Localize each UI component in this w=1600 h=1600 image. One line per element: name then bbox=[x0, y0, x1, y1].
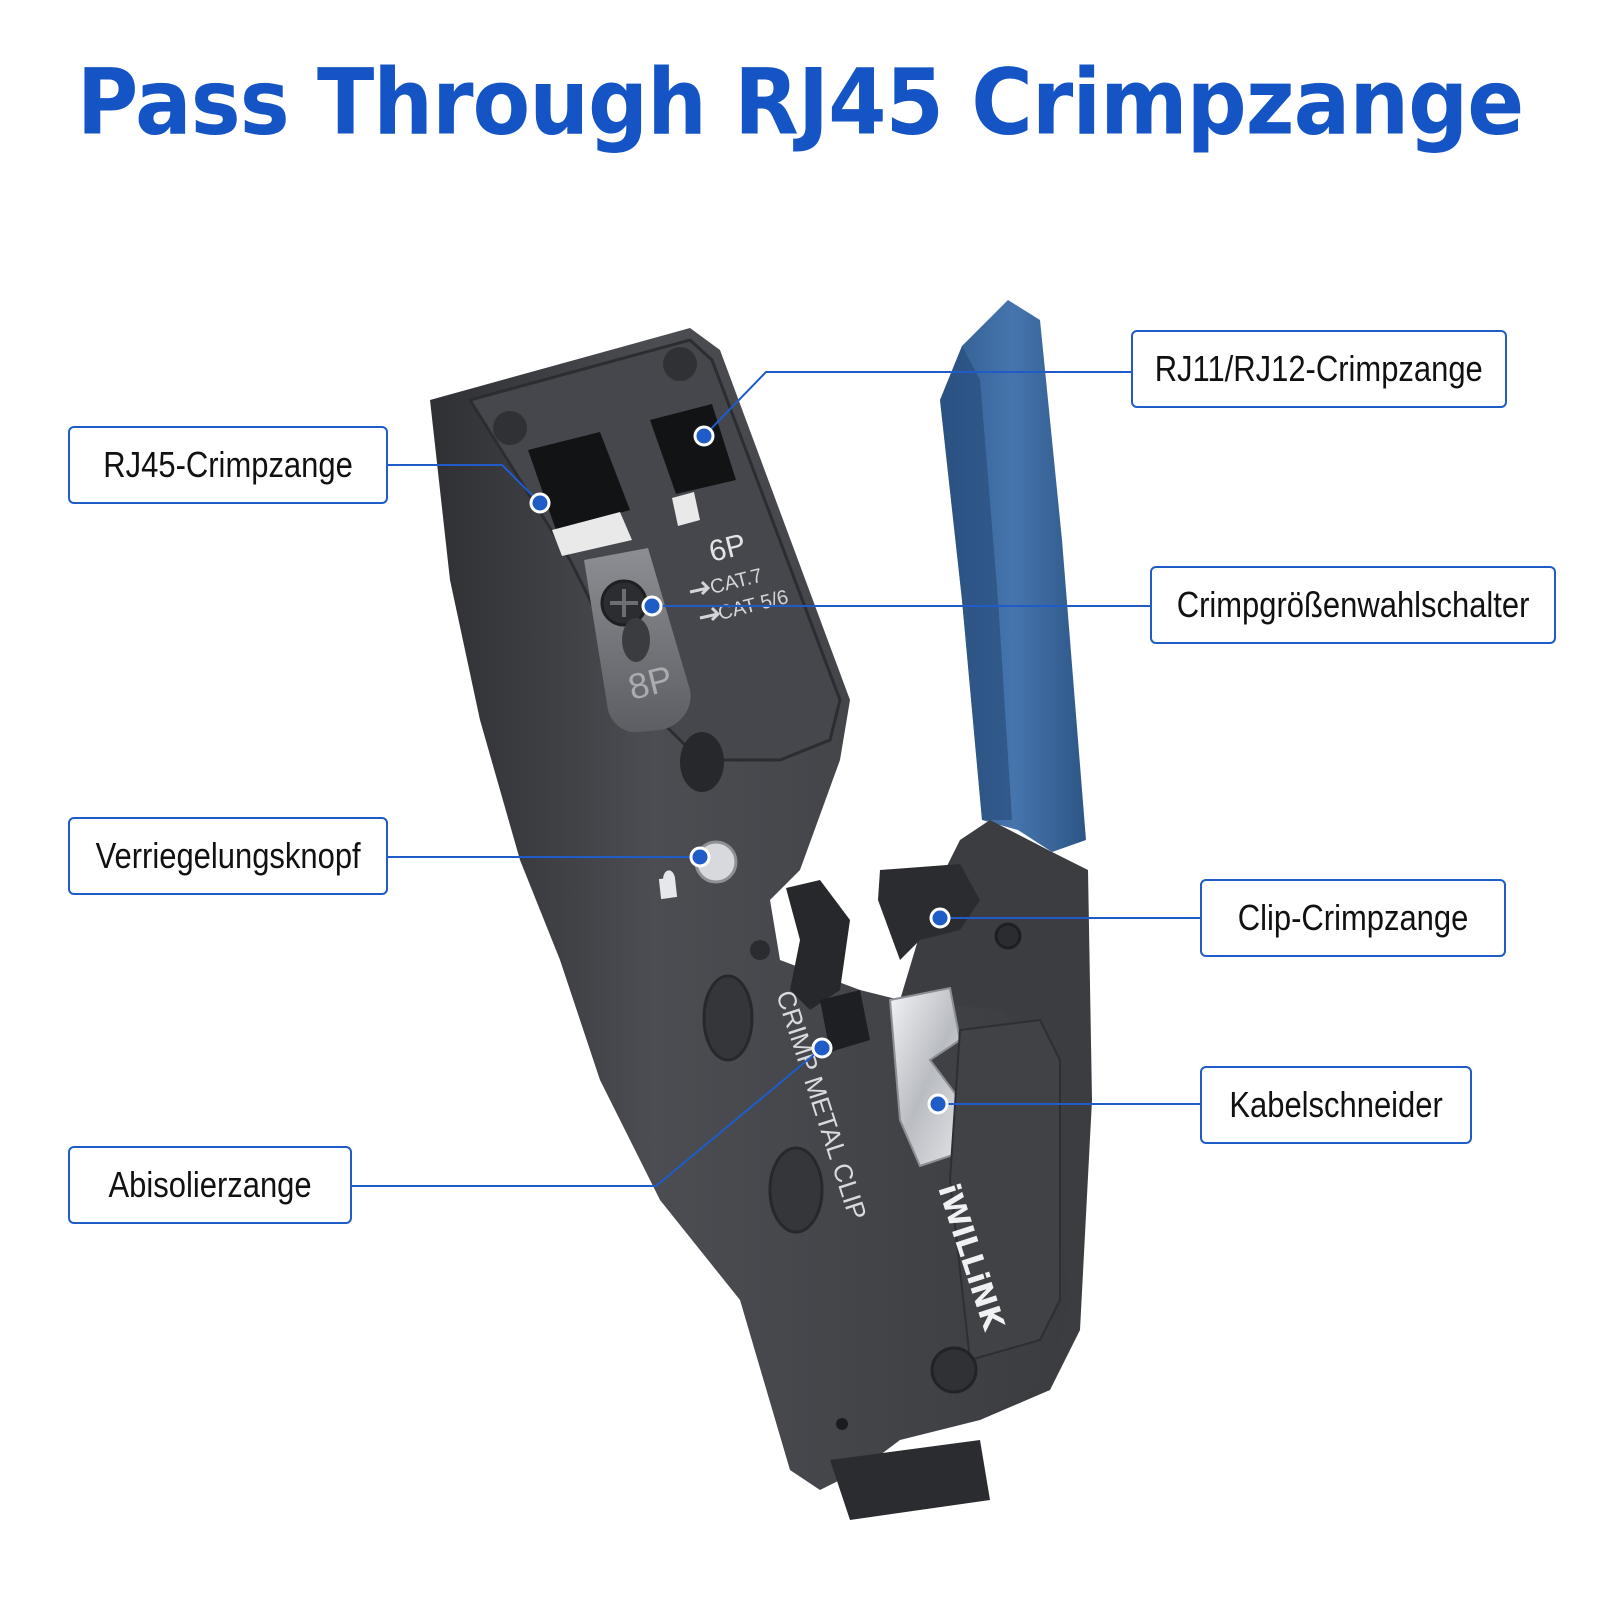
dot-marker-rj11 bbox=[693, 425, 715, 447]
rj45-die bbox=[528, 432, 630, 530]
callout-cable-cutter: Kabelschneider bbox=[1200, 1066, 1472, 1144]
callout-text: Verriegelungsknopf bbox=[95, 835, 361, 876]
leader-line-stripper bbox=[352, 1047, 823, 1187]
spring bbox=[830, 1440, 990, 1520]
callout-rj11-rj12-crimper: RJ11/RJ12-Crimpzange bbox=[1131, 330, 1507, 408]
leader-line-rj45 bbox=[388, 464, 541, 504]
dot-marker-clip bbox=[929, 907, 951, 929]
arrow-icon bbox=[689, 580, 711, 596]
callout-text: RJ45-Crimpzange bbox=[103, 444, 353, 485]
dot-marker-cutter bbox=[927, 1093, 949, 1115]
dot-marker-rj45 bbox=[529, 492, 551, 514]
callout-text: RJ11/RJ12-Crimpzange bbox=[1154, 348, 1484, 389]
callout-text: Clip-Crimpzange bbox=[1237, 897, 1469, 938]
body-slot bbox=[702, 974, 754, 1062]
callout-clip-crimper: Clip-Crimpzange bbox=[1200, 879, 1506, 957]
tool-body bbox=[430, 328, 1070, 1490]
leader-line-rj11 bbox=[703, 371, 1131, 437]
pivot-hole bbox=[994, 922, 1022, 950]
blue-handle-edge bbox=[940, 346, 1012, 820]
body-slot bbox=[768, 1146, 824, 1234]
callout-wire-stripper: Abisolierzange bbox=[68, 1146, 352, 1224]
callout-text: Abisolierzange bbox=[108, 1164, 312, 1205]
callout-text: Kabelschneider bbox=[1229, 1084, 1443, 1125]
callout-lock-button: Verriegelungsknopf bbox=[68, 817, 388, 895]
dot-marker-stripper bbox=[811, 1037, 833, 1059]
rj45-die-slot bbox=[552, 512, 632, 556]
wire-stripper bbox=[820, 990, 870, 1052]
rj11-die-slot bbox=[672, 492, 700, 526]
callout-size-selector: Crimpgrößenwahlschalter bbox=[1150, 566, 1556, 644]
screw bbox=[930, 1346, 978, 1394]
selector-screw-slot bbox=[610, 589, 638, 617]
body-slot bbox=[680, 732, 724, 792]
callout-text: Crimpgrößenwahlschalter bbox=[1176, 584, 1530, 625]
rivet bbox=[836, 1418, 848, 1430]
dot-marker-lock bbox=[689, 846, 711, 868]
selector-slot bbox=[622, 618, 650, 662]
clip-crimp-die bbox=[786, 880, 850, 1010]
screw bbox=[493, 411, 527, 445]
screw bbox=[663, 347, 697, 381]
dot-marker-size-switch bbox=[641, 595, 663, 617]
pivot-hole bbox=[750, 940, 770, 960]
page-title: Pass Through RJ45 Crimpzange bbox=[76, 49, 1525, 155]
clip-crimp-upper bbox=[878, 864, 980, 960]
arrow-icon bbox=[699, 606, 721, 622]
lock-icon bbox=[658, 870, 678, 900]
callout-rj45-crimper: RJ45-Crimpzange bbox=[68, 426, 388, 504]
